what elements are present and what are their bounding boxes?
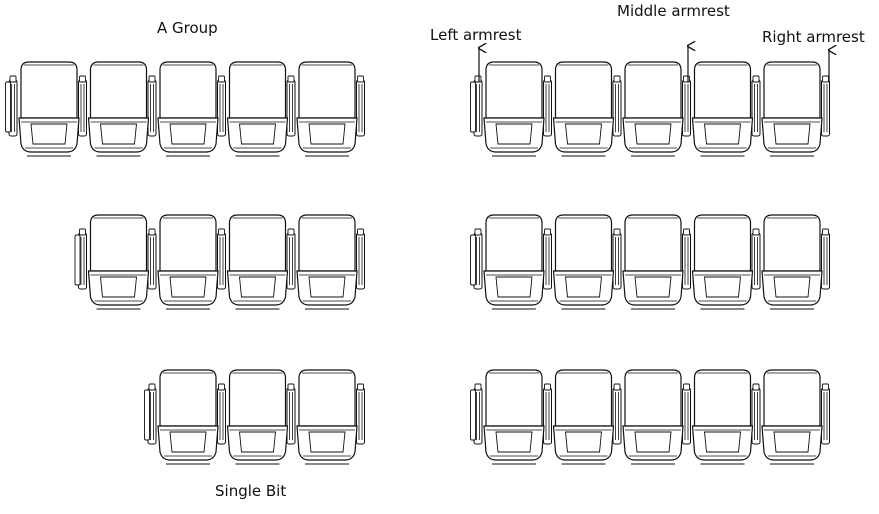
seat xyxy=(691,369,754,465)
seat xyxy=(761,214,823,310)
seat xyxy=(761,61,823,157)
left-row-2 xyxy=(74,214,365,310)
left-armrest-label: Left armrest xyxy=(430,26,522,44)
seat xyxy=(87,61,150,157)
seat xyxy=(622,214,684,310)
seat xyxy=(296,369,358,465)
right-armrest-label: Right armrest xyxy=(762,28,865,46)
seat xyxy=(552,214,615,310)
right-row-3 xyxy=(470,369,830,465)
seat xyxy=(87,214,150,310)
right-row-1 xyxy=(470,61,830,157)
seat xyxy=(296,61,358,157)
seat xyxy=(483,369,545,465)
seat xyxy=(226,61,289,157)
seat xyxy=(226,369,289,465)
left-row-1 xyxy=(5,61,365,157)
seat xyxy=(622,61,684,157)
left-row-3 xyxy=(144,369,365,465)
seat xyxy=(157,369,219,465)
seat xyxy=(157,61,219,157)
single-bit-label: Single Bit xyxy=(215,482,287,500)
middle-armrest-label: Middle armrest xyxy=(617,2,730,20)
seat xyxy=(157,214,219,310)
seat xyxy=(691,61,754,157)
seat xyxy=(552,369,615,465)
seat xyxy=(483,61,545,157)
seat xyxy=(18,61,80,157)
armrest-arrows xyxy=(479,46,829,82)
a-group-label: A Group xyxy=(157,19,218,37)
seat xyxy=(761,369,823,465)
seat xyxy=(226,214,289,310)
right-row-2 xyxy=(470,214,830,310)
seat xyxy=(552,61,615,157)
seat xyxy=(622,369,684,465)
seat xyxy=(483,214,545,310)
seat xyxy=(296,214,358,310)
seat xyxy=(691,214,754,310)
